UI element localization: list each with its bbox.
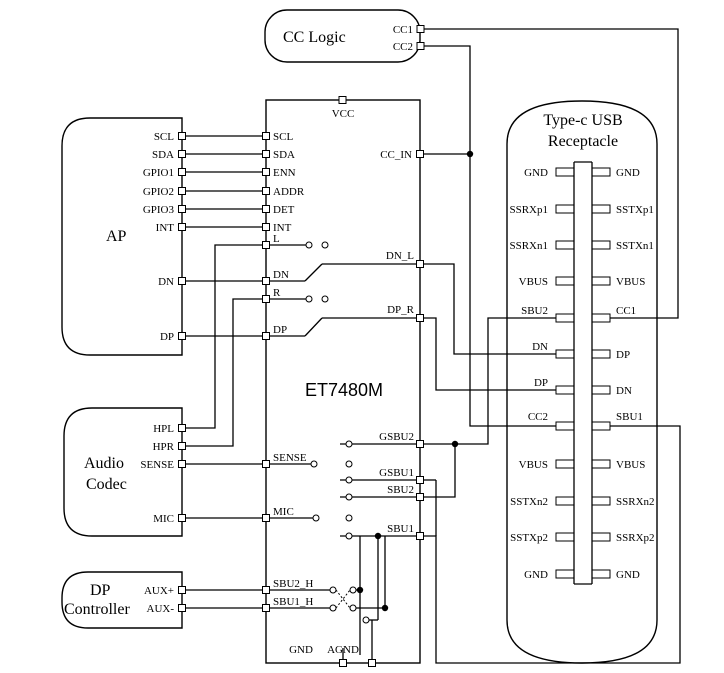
- ap-pin-label: GPIO3: [143, 204, 175, 216]
- usb-left-pin-label: GND: [524, 167, 548, 179]
- usb-contacts: [555, 161, 611, 585]
- usb-right-pin-label: DP: [616, 349, 630, 361]
- usb-left-pin-label: DN: [532, 341, 548, 353]
- chip-left-pin-label: ADDR: [273, 186, 305, 198]
- pin-squares: [178, 25, 425, 667]
- chip-right-pin-label: DN_L: [386, 250, 414, 262]
- chip-left-pin-label: SCL: [273, 131, 293, 143]
- codec-pin-label: MIC: [153, 513, 174, 525]
- chip-gnd-label: GND: [289, 644, 313, 656]
- usb-right-pin-label: GND: [616, 167, 640, 179]
- chip-left-pin-label: DET: [273, 204, 295, 216]
- usb-left-pin-label: SSTXn2: [510, 496, 548, 508]
- ap-block: [61, 117, 183, 356]
- usb-left-pin-label: SBU2: [521, 305, 548, 317]
- ap-pin-label: GPIO2: [143, 186, 174, 198]
- chip-left-pin-label: SDA: [273, 149, 295, 161]
- usb-right-pin-label: SSTXp1: [616, 204, 654, 216]
- codec-pin-label: HPR: [153, 441, 175, 453]
- usb-left-pin-label: VBUS: [519, 459, 548, 471]
- usb-right-pin-label: VBUS: [616, 459, 645, 471]
- usb-right-pin-label: DN: [616, 385, 632, 397]
- dp-controller-title-1: DP: [90, 582, 111, 599]
- usb-right-pin-label: SSTXn1: [616, 240, 654, 252]
- dp-ctrl-pin-label: AUX-: [147, 603, 175, 615]
- usb-left-pin-label: SSRXn1: [509, 240, 548, 252]
- usb-right-pin-label: GND: [616, 569, 640, 581]
- audio-codec-title-1: Audio: [84, 455, 124, 472]
- usb-right-pin-label: CC1: [616, 305, 636, 317]
- chip-left-pin-label: SBU2_H: [273, 578, 313, 590]
- audio-codec-block: [63, 407, 183, 537]
- usb-left-pin-label: CC2: [528, 411, 548, 423]
- cc-logic-title: CC Logic: [283, 29, 346, 46]
- chip-left-pin-label: SBU1_H: [273, 596, 313, 608]
- chip-name: ET7480M: [305, 380, 383, 400]
- dp-ctrl-pin-label: AUX+: [144, 585, 174, 597]
- usb-receptacle-title-1: Type-c USB: [543, 112, 622, 129]
- ap-pin-label: GPIO1: [143, 167, 174, 179]
- codec-pin-label: HPL: [153, 423, 174, 435]
- switch-contacts: [305, 241, 370, 624]
- chip-right-pin-label: DP_R: [387, 304, 415, 316]
- chip-right-pin-label: SBU1: [387, 523, 414, 535]
- usb-left-pin-label: DP: [534, 377, 548, 389]
- usb-right-pin-label: SSRXn2: [616, 496, 655, 508]
- chip-left-pin-label: INT: [273, 222, 292, 234]
- usb-right-pin-label: SSRXp2: [616, 532, 655, 544]
- chip-left-pin-label: MIC: [273, 506, 294, 518]
- chip-left-pin-label: ENN: [273, 167, 296, 179]
- dp-controller-block: [61, 571, 183, 629]
- cc-logic-block: [264, 9, 421, 63]
- chip-right-pin-label: GSBU1: [379, 467, 414, 479]
- chip-vcc-label: VCC: [332, 108, 355, 120]
- ap-pin-label: SCL: [154, 131, 174, 143]
- audio-codec-title-2: Codec: [86, 476, 127, 493]
- chip-right-pin-label: CC_IN: [380, 149, 412, 161]
- chip-right-pin-label: SBU2: [387, 484, 414, 496]
- junction-dots: [356, 150, 474, 612]
- wires: [184, 28, 681, 664]
- chip-left-pin-label: SENSE: [273, 452, 307, 464]
- ap-pin-label: DN: [158, 276, 174, 288]
- ap-title: AP: [106, 228, 127, 245]
- ap-pin-label: DP: [160, 331, 174, 343]
- usb-left-pin-label: GND: [524, 569, 548, 581]
- usb-receptacle: [506, 100, 658, 664]
- usb-receptacle-title-2: Receptacle: [548, 133, 618, 150]
- chip-right-pin-label: GSBU2: [379, 431, 414, 443]
- codec-pin-label: SENSE: [140, 459, 174, 471]
- dp-controller-title-2: Controller: [64, 601, 130, 618]
- chip-left-pin-label: L: [273, 233, 280, 245]
- ap-pin-label: INT: [156, 222, 175, 234]
- chip-left-pin-label: R: [273, 287, 281, 299]
- usb-right-pin-label: VBUS: [616, 276, 645, 288]
- cc-logic-pin-label: CC2: [393, 41, 413, 53]
- usb-left-pin-label: SSTXp2: [510, 532, 548, 544]
- usb-left-pin-label: SSRXp1: [509, 204, 548, 216]
- chip-left-pin-label: DP: [273, 324, 287, 336]
- usb-left-pin-label: VBUS: [519, 276, 548, 288]
- chip-agnd-label: AGND: [327, 644, 359, 656]
- usb-right-pin-label: SBU1: [616, 411, 643, 423]
- chip-left-pin-label: DN: [273, 269, 289, 281]
- ap-pin-label: SDA: [152, 149, 174, 161]
- cc-logic-pin-label: CC1: [393, 24, 413, 36]
